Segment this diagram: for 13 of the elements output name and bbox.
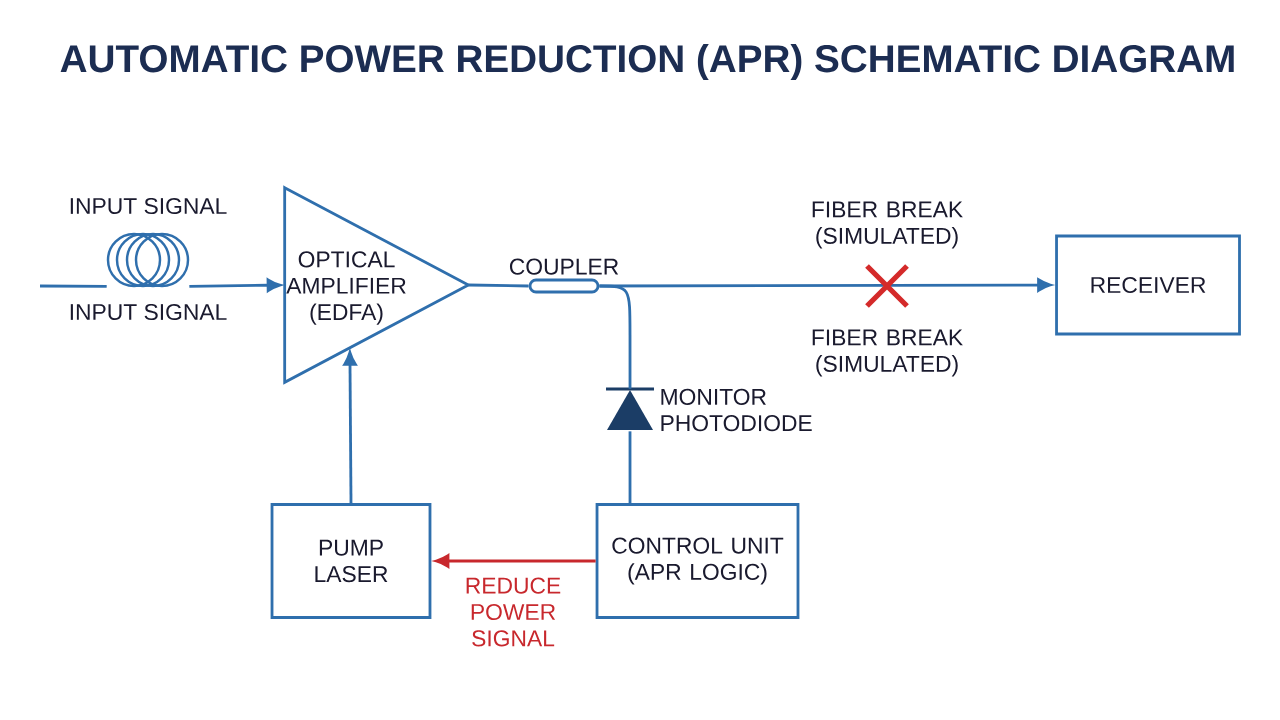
connector-arrow <box>189 278 282 292</box>
title: AUTOMATIC POWER REDUCTION (APR) SCHEMATIC DIAGRAM <box>60 43 1234 80</box>
edge-label: REDUCE POWER SIGNAL <box>456 575 570 649</box>
fiber-coil-drawing <box>106 232 190 288</box>
signal-label: INPUT SIGNAL <box>70 303 227 321</box>
break-label: FIBER BREAK (SIMULATED) <box>812 201 963 249</box>
break-label: FIBER BREAK (SIMULATED) <box>812 329 963 377</box>
connector-arrow <box>434 554 596 568</box>
signal-label: INPUT SIGNAL <box>70 197 227 215</box>
component-box: PUMP LASER <box>270 503 432 619</box>
component-box: CONTROL UNIT (APR LOGIC) <box>595 503 800 619</box>
component-box: RECEIVER <box>1055 234 1241 336</box>
connector-arrow <box>343 351 357 504</box>
